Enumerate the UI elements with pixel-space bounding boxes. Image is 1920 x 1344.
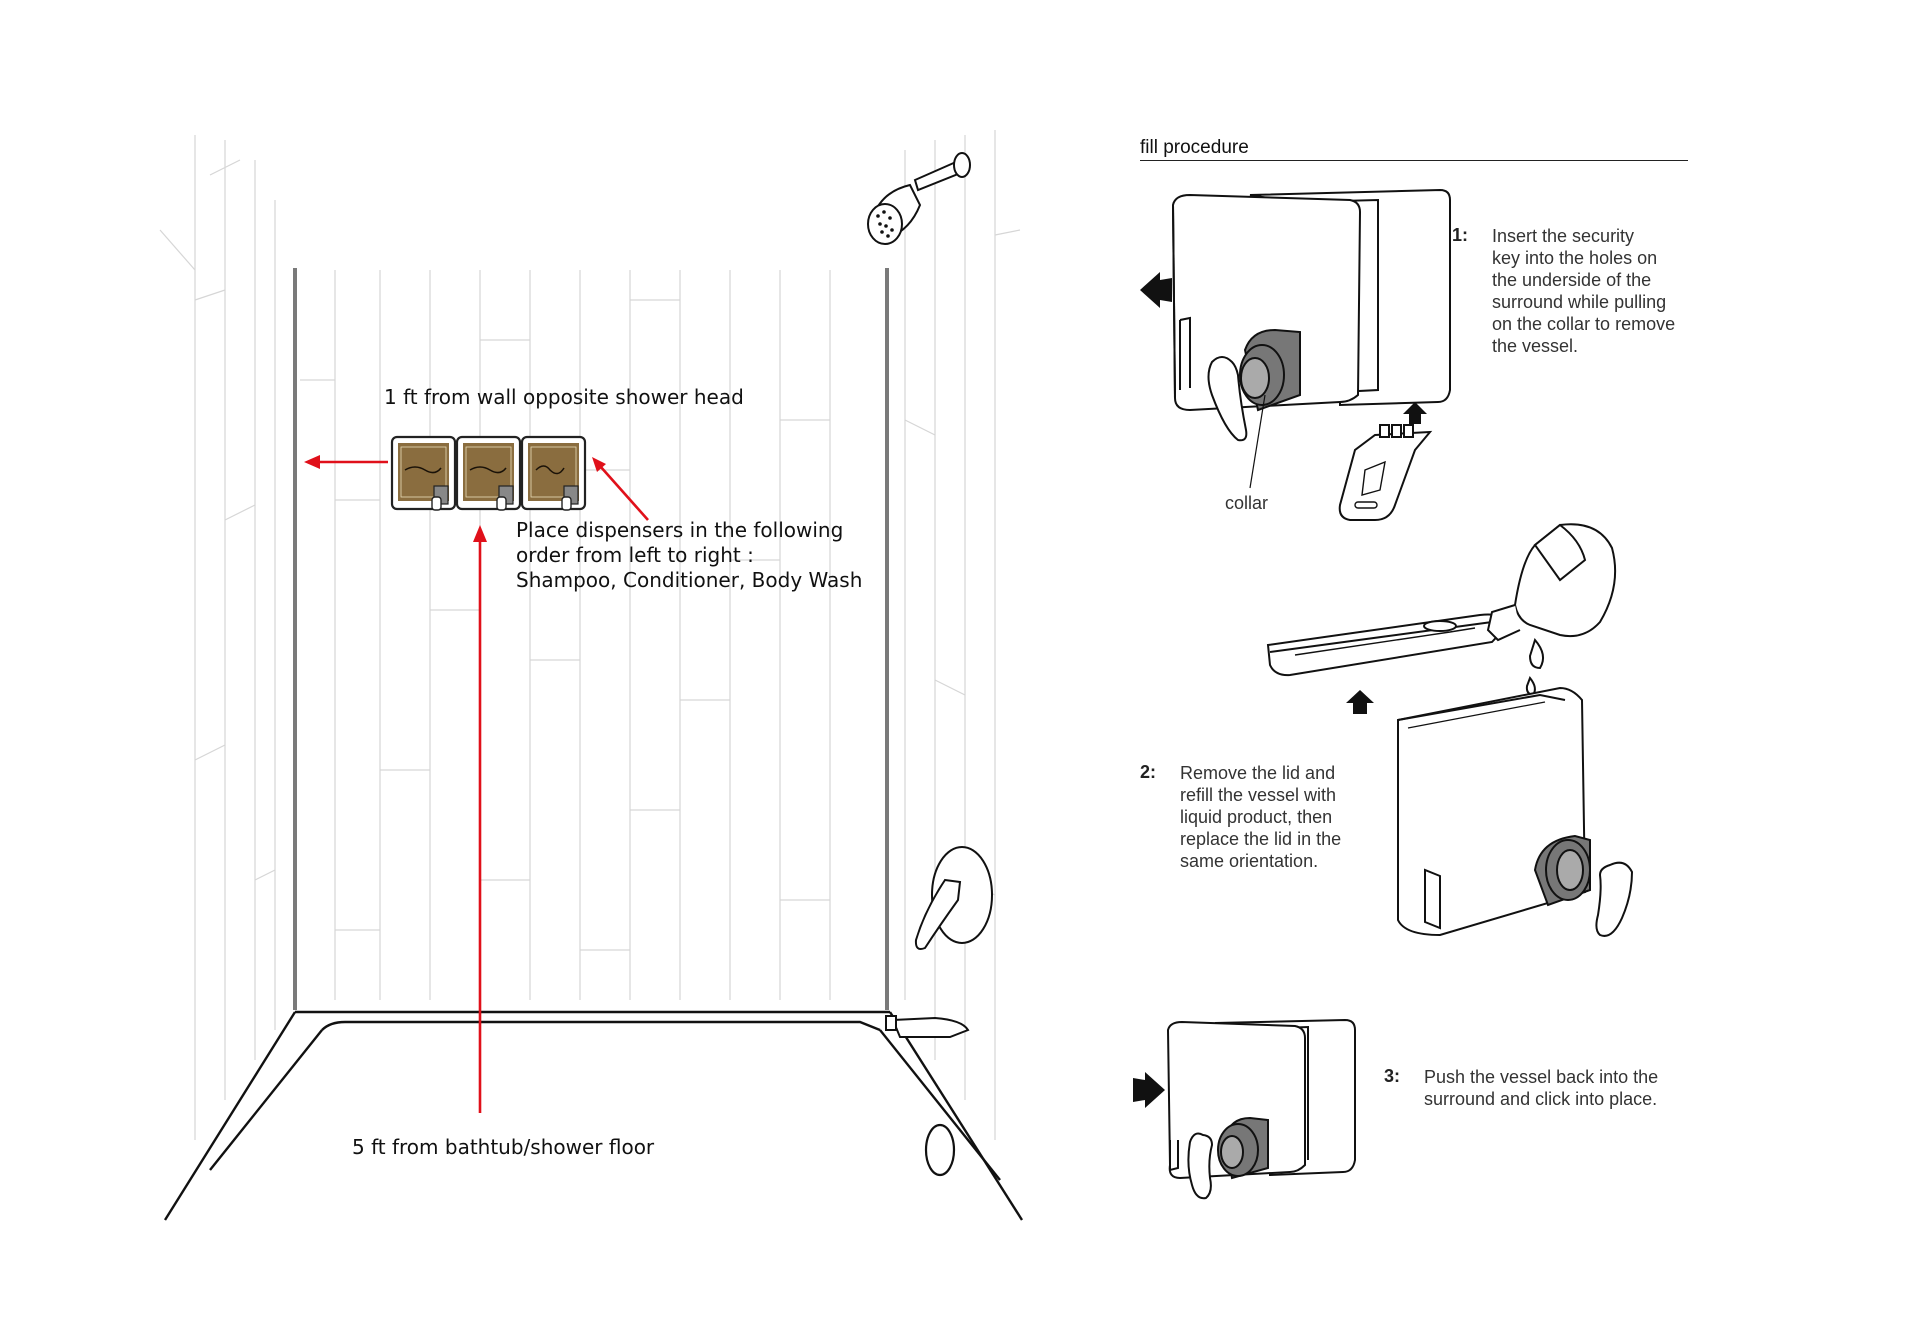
step-3-illustration: [1166, 1018, 1356, 1200]
tub-spout: [885, 1015, 970, 1038]
step-line: Insert the security: [1492, 226, 1635, 246]
step-line: surround and click into place.: [1424, 1089, 1658, 1109]
step-line: liquid product, then: [1180, 807, 1333, 827]
drain: [924, 1123, 956, 1177]
shower-head-holes: [876, 210, 894, 238]
key-up-arrow: [1403, 402, 1427, 424]
step-line: Remove the lid and: [1180, 763, 1336, 783]
arrow-from-order-note: [599, 465, 649, 521]
step-2-text: Remove the lid and refill the vessel wit…: [1180, 762, 1341, 872]
red-arrows: [304, 455, 649, 1113]
step-3-text: Push the vessel back into the surround a…: [1424, 1066, 1658, 1110]
step-1-number: 1:: [1452, 225, 1469, 245]
tile-wall: [159, 130, 1021, 1140]
step-line: key into the holes on: [1492, 248, 1658, 268]
wall-distance-label: 1 ft from wall opposite shower head: [384, 385, 744, 409]
floor-height-label: 5 ft from bathtub/shower floor: [352, 1135, 655, 1159]
shower-head: [867, 152, 971, 245]
step-line: refill the vessel with: [1180, 785, 1337, 805]
title-rule: [1140, 160, 1688, 161]
step-2-illustration: [1266, 523, 1634, 937]
step-line: surround while pulling: [1492, 292, 1667, 312]
order-line: Place dispensers in the following: [516, 518, 844, 542]
step-line: on the collar to remove: [1492, 314, 1676, 334]
step-line: replace the lid in the: [1180, 829, 1342, 849]
lid-up-arrow: [1346, 690, 1374, 714]
step-2-number: 2:: [1140, 762, 1157, 782]
step-1-text: Insert the security key into the holes o…: [1492, 225, 1675, 357]
dispenser-order-note: Place dispensers in the following order …: [516, 518, 862, 593]
bathtub: [163, 1010, 1024, 1221]
order-line: order from left to right :: [516, 543, 754, 567]
dispenser-conditioner: [455, 435, 522, 511]
step-line: the vessel.: [1492, 336, 1579, 356]
step-line: the underside of the: [1492, 270, 1652, 290]
step-line: Push the vessel back into the: [1424, 1067, 1659, 1087]
step-3-number: 3:: [1384, 1066, 1401, 1086]
dispenser-shampoo: [390, 435, 457, 511]
push-arrow: [1133, 1072, 1165, 1108]
fill-procedure-title: fill procedure: [1140, 137, 1249, 158]
order-line: Shampoo, Conditioner, Body Wash: [516, 568, 863, 592]
step-1-illustration: [1171, 188, 1451, 521]
pull-arrow: [1140, 272, 1172, 308]
shower-valve: [914, 846, 993, 950]
dispenser-body-wash: [520, 435, 587, 511]
step-line: same orientation.: [1180, 851, 1319, 871]
collar-label: collar: [1225, 493, 1269, 513]
